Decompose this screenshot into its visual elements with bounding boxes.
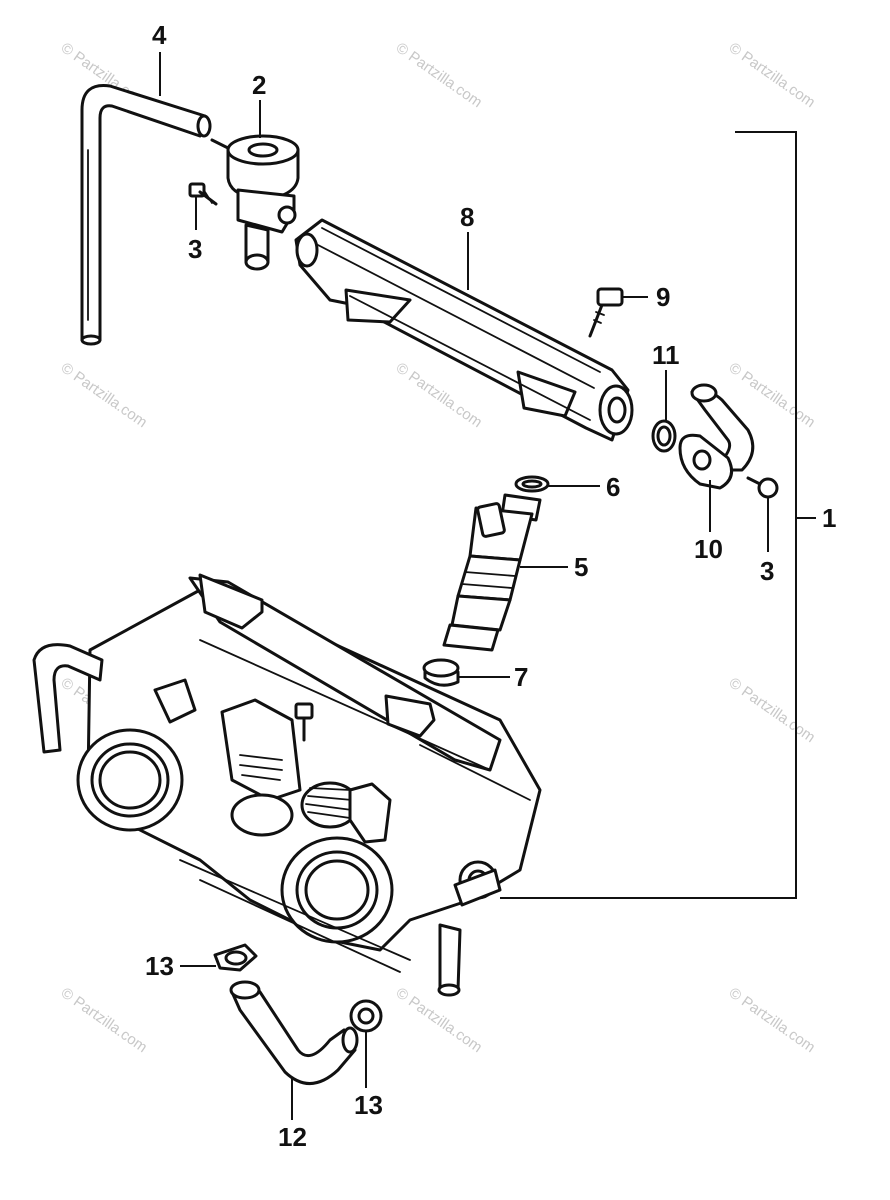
callout-3: 3	[760, 556, 774, 586]
watermark: © Partzilla.com	[726, 39, 819, 111]
callout-13: 13	[354, 1090, 383, 1120]
part-13-clamp-lower[interactable]	[349, 999, 383, 1033]
callout-12: 12	[278, 1122, 307, 1152]
part-3-screw-right[interactable]	[746, 476, 779, 499]
callout-7: 7	[514, 662, 528, 692]
callout-4: 4	[152, 20, 167, 50]
watermark: © Partzilla.com	[58, 984, 151, 1056]
part-5-fuel-injector[interactable]	[442, 493, 542, 652]
part-7-seal[interactable]	[422, 658, 460, 687]
part-10-elbow-fitting[interactable]	[678, 383, 755, 490]
callout-11: 11	[652, 340, 680, 370]
callout-6: 6	[606, 472, 620, 502]
watermark: © Partzilla.com	[393, 39, 486, 111]
callout-5: 5	[574, 552, 588, 582]
part-2-pressure-regulator[interactable]	[210, 134, 300, 271]
part-8-fuel-rail[interactable]	[294, 218, 634, 442]
callout-10: 10	[694, 534, 723, 564]
watermark: © Partzilla.com	[726, 674, 819, 746]
part-3-bolt-upper[interactable]	[188, 182, 218, 206]
callout-13: 13	[145, 951, 174, 981]
callout-9: 9	[656, 282, 670, 312]
part-6-o-ring[interactable]	[514, 475, 550, 493]
callout-8: 8	[460, 202, 474, 232]
callout-3: 3	[188, 234, 202, 264]
part-12-hose[interactable]	[229, 980, 359, 1085]
part-13-clamp-upper[interactable]	[213, 943, 258, 972]
callout-1: 1	[822, 503, 836, 533]
throttle-body-assembly[interactable]	[32, 573, 542, 997]
leader-lines	[159, 52, 816, 1120]
watermark: © Partzilla.com	[58, 359, 151, 431]
watermark: © Partzilla.com	[393, 984, 486, 1056]
part-9-bolt[interactable]	[588, 287, 624, 338]
callout-labels: 4 2 3 8 9 11 6 5 7 10 3 1 13 12 13	[145, 20, 836, 1152]
watermark: © Partzilla.com	[393, 359, 486, 431]
part-11-o-ring[interactable]	[651, 419, 677, 453]
watermark: © Partzilla.com	[726, 984, 819, 1056]
part-4-hose[interactable]	[80, 84, 212, 346]
callout-2: 2	[252, 70, 266, 100]
